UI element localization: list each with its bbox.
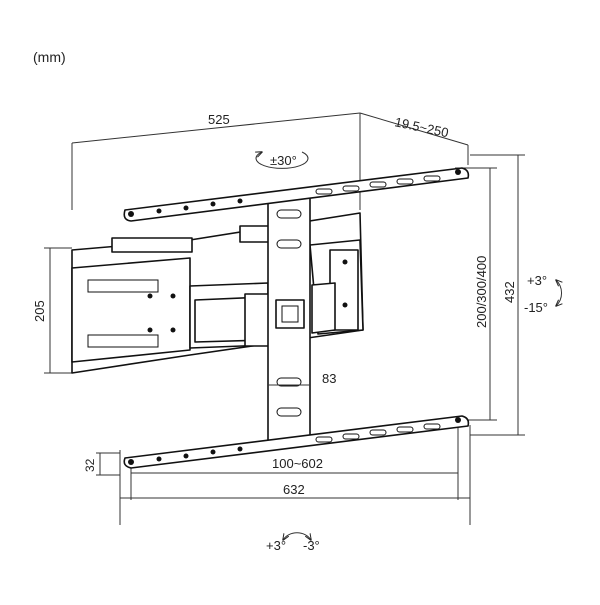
bottom-rail: [123, 415, 470, 469]
tilt-indicator: +3° -15°: [524, 273, 562, 315]
rail-height-dimension: 32: [83, 452, 120, 476]
depth-dimension: 19.5~250: [359, 112, 469, 165]
overall-width-dimension: 632: [119, 425, 471, 525]
swivel-indicator: +3° -3°: [266, 532, 320, 553]
units-note: (mm): [33, 49, 66, 65]
spine-width-label: 83: [322, 371, 336, 386]
vesa-range-label: 100~602: [272, 456, 323, 471]
tilt-down-label: -15°: [524, 300, 548, 315]
overall-height-dimension: 432: [470, 154, 525, 436]
overall-height-label: 432: [502, 281, 517, 303]
rotation-indicator: ±30°: [256, 152, 309, 169]
swivel-right-label: -3°: [303, 538, 320, 553]
vesa-range-dimension: 100~602: [130, 425, 459, 500]
depth-label: 19.5~250: [393, 114, 450, 140]
arm-height-dimension: 205: [32, 247, 72, 374]
articulating-arm: [147, 225, 364, 349]
top-width-dimension: 525: [71, 112, 361, 210]
tilt-up-label: +3°: [527, 273, 547, 288]
height-range-dimension: 200/300/400: [455, 167, 497, 421]
rail-height-label: 32: [83, 458, 97, 472]
top-width-label: 525: [208, 112, 230, 127]
top-rail: [123, 167, 470, 222]
swivel-left-label: +3°: [266, 538, 286, 553]
rotation-label: ±30°: [270, 153, 297, 168]
height-range-label: 200/300/400: [474, 256, 489, 328]
overall-width-label: 632: [283, 482, 305, 497]
arm-height-label: 205: [32, 300, 47, 322]
